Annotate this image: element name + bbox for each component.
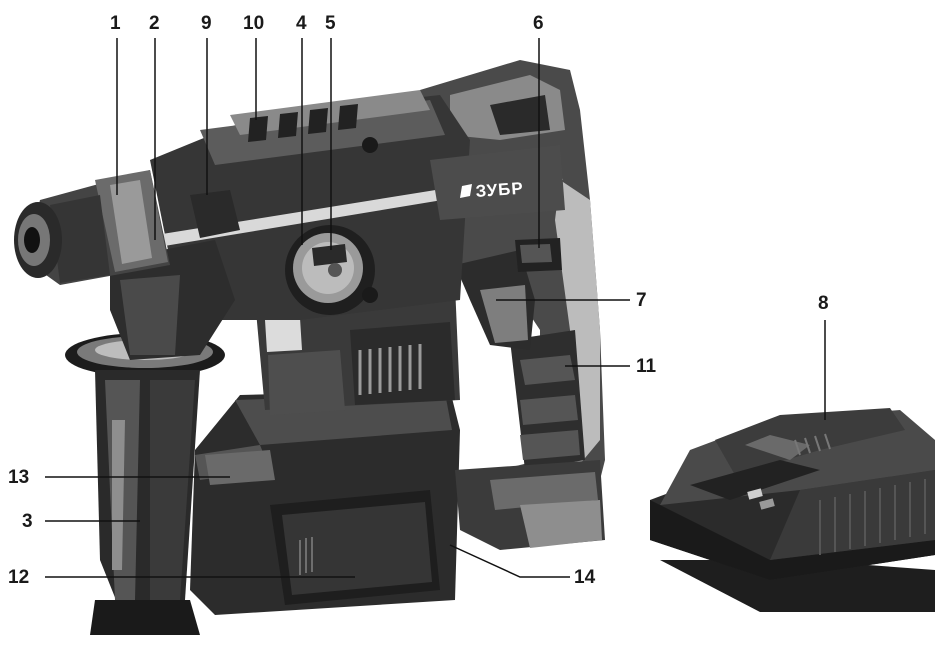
- callout-2: 2: [149, 13, 160, 34]
- callout-13: 13: [8, 467, 30, 488]
- callout-10: 10: [243, 13, 265, 34]
- side-handle: [65, 333, 225, 635]
- callout-4: 4: [296, 13, 307, 34]
- callout-1: 1: [110, 13, 121, 34]
- callout-3: 3: [22, 511, 33, 532]
- callout-7: 7: [636, 290, 647, 311]
- callout-14: 14: [574, 567, 596, 588]
- callout-9: 9: [201, 13, 212, 34]
- brand-logo-text: ЗУБР: [475, 179, 524, 201]
- battery-pack: [190, 390, 460, 615]
- brand-logo-mark: [460, 184, 472, 198]
- callout-5: 5: [325, 13, 336, 34]
- chuck: [14, 170, 170, 285]
- leader-lines: [45, 38, 826, 578]
- callout-8: 8: [818, 293, 829, 314]
- callout-11: 11: [636, 356, 657, 377]
- callout-12: 12: [8, 567, 30, 588]
- callout-6: 6: [533, 13, 544, 34]
- charger: [650, 408, 935, 612]
- gear-housing: ЗУБР: [110, 90, 565, 360]
